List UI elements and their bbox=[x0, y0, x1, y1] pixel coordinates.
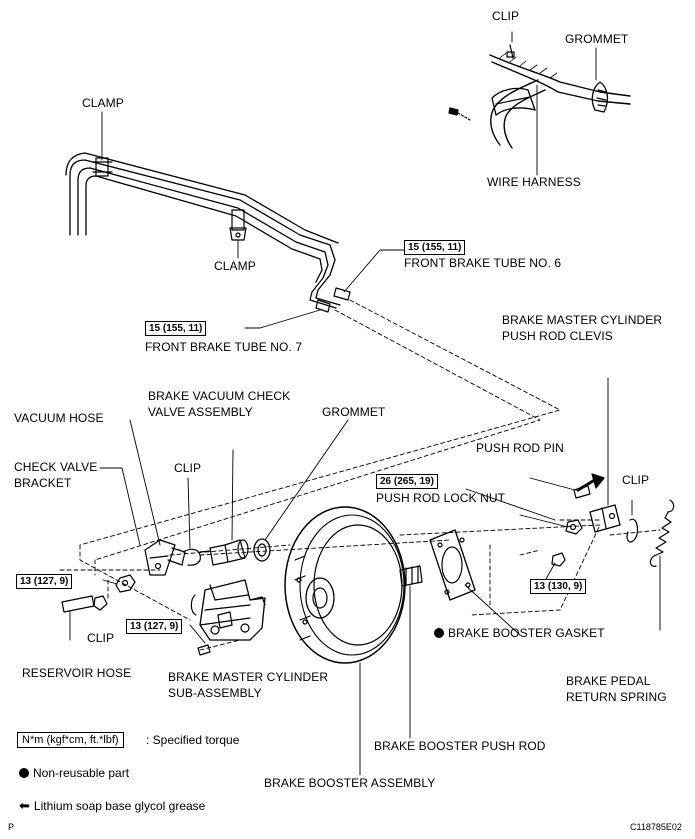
brake-booster-illustration bbox=[284, 506, 423, 776]
grease-arrow-icon: ⬅ bbox=[19, 798, 30, 813]
legend-grease: ⬅Lithium soap base glycol grease bbox=[19, 798, 205, 814]
torque-tube-6: 15 (155, 11) bbox=[404, 240, 466, 255]
push-rod-pin-label: PUSH ROD PIN bbox=[476, 441, 564, 455]
wire-harness-illustration bbox=[448, 31, 631, 176]
clamp-label-1: CLAMP bbox=[82, 96, 124, 110]
master-cyl-label-line2: SUB-ASSEMBLY bbox=[168, 686, 262, 700]
footer-left-code: P bbox=[8, 822, 15, 832]
legend-torque-unit: N*m (kgf*cm, ft.*lbf) bbox=[17, 732, 124, 748]
check-valve-illustration bbox=[199, 449, 249, 566]
booster-assy-label: BRAKE BOOSTER ASSEMBLY bbox=[264, 776, 436, 790]
clip-top-label: CLIP bbox=[492, 9, 520, 23]
reservoir-hose-label: RESERVOIR HOSE bbox=[22, 666, 132, 680]
brake-tube-illustration bbox=[65, 111, 405, 329]
torque-tube-7: 15 (155, 11) bbox=[145, 321, 207, 336]
wire-harness-label: WIRE HARNESS bbox=[487, 175, 581, 189]
booster-gasket-illustration bbox=[429, 529, 521, 636]
front-brake-tube-6-label: FRONT BRAKE TUBE NO. 6 bbox=[404, 256, 562, 270]
check-valve-assy-label-line2: VALVE ASSEMBLY bbox=[148, 405, 253, 419]
torque-lock-nut: 26 (265, 19) bbox=[376, 474, 438, 489]
front-brake-tube-7-label: FRONT BRAKE TUBE NO. 7 bbox=[145, 340, 303, 354]
reservoir-hose-illustration bbox=[61, 595, 95, 641]
legend-dot-icon bbox=[19, 768, 29, 778]
booster-push-rod-label: BRAKE BOOSTER PUSH ROD bbox=[374, 739, 546, 753]
legend-non-reusable-text: Non-reusable part bbox=[33, 766, 130, 780]
legend-grease-text: Lithium soap base glycol grease bbox=[33, 799, 206, 813]
torque-booster-nut: 13 (130, 9) bbox=[530, 579, 587, 594]
clevis-label-line2: PUSH ROD CLEVIS bbox=[502, 329, 613, 343]
grommet-top-label: GROMMET bbox=[565, 32, 629, 46]
pedal-spring-label-line1: BRAKE PEDAL bbox=[566, 674, 651, 688]
clip-mid-label: CLIP bbox=[174, 461, 202, 475]
grommet-mid-illustration bbox=[253, 419, 349, 562]
non-reusable-dot-icon bbox=[434, 628, 444, 638]
grommet-mid-label: GROMMET bbox=[322, 405, 386, 419]
clip-lower-label: CLIP bbox=[87, 631, 115, 645]
check-valve-bracket-label-line1: CHECK VALVE bbox=[14, 460, 98, 474]
booster-gasket-label: BRAKE BOOSTER GASKET bbox=[434, 626, 605, 641]
vacuum-hose-label: VACUUM HOSE bbox=[14, 411, 104, 425]
pedal-spring-label-line2: RETURN SPRING bbox=[566, 690, 667, 704]
clevis-pin-clip-illustration bbox=[529, 377, 639, 543]
footer-right-code: C118785E02 bbox=[630, 822, 682, 832]
booster-gasket-text: BRAKE BOOSTER GASKET bbox=[448, 626, 605, 640]
clamp-label-2: CLAMP bbox=[214, 259, 256, 273]
torque-bracket-nut: 13 (127, 9) bbox=[16, 574, 73, 589]
check-valve-bracket-label-line2: BRACKET bbox=[14, 476, 72, 490]
torque-master-cyl-nut: 13 (127, 9) bbox=[126, 619, 183, 634]
clevis-label-line1: BRAKE MASTER CYLINDER bbox=[502, 313, 663, 327]
master-cylinder-illustration bbox=[190, 579, 266, 656]
clip-right-label: CLIP bbox=[622, 473, 650, 487]
check-valve-bracket-illustration bbox=[99, 419, 201, 576]
push-rod-lock-nut-label: PUSH ROD LOCK NUT bbox=[376, 491, 506, 505]
check-valve-assy-label-line1: BRAKE VACUUM CHECK bbox=[148, 389, 291, 403]
legend-non-reusable: Non-reusable part bbox=[19, 766, 129, 781]
master-cyl-label-line1: BRAKE MASTER CYLINDER bbox=[168, 670, 329, 684]
return-spring-illustration bbox=[649, 499, 675, 631]
assembly-guide-lines bbox=[59, 299, 661, 651]
legend-torque-desc: : Specified torque bbox=[146, 733, 240, 747]
